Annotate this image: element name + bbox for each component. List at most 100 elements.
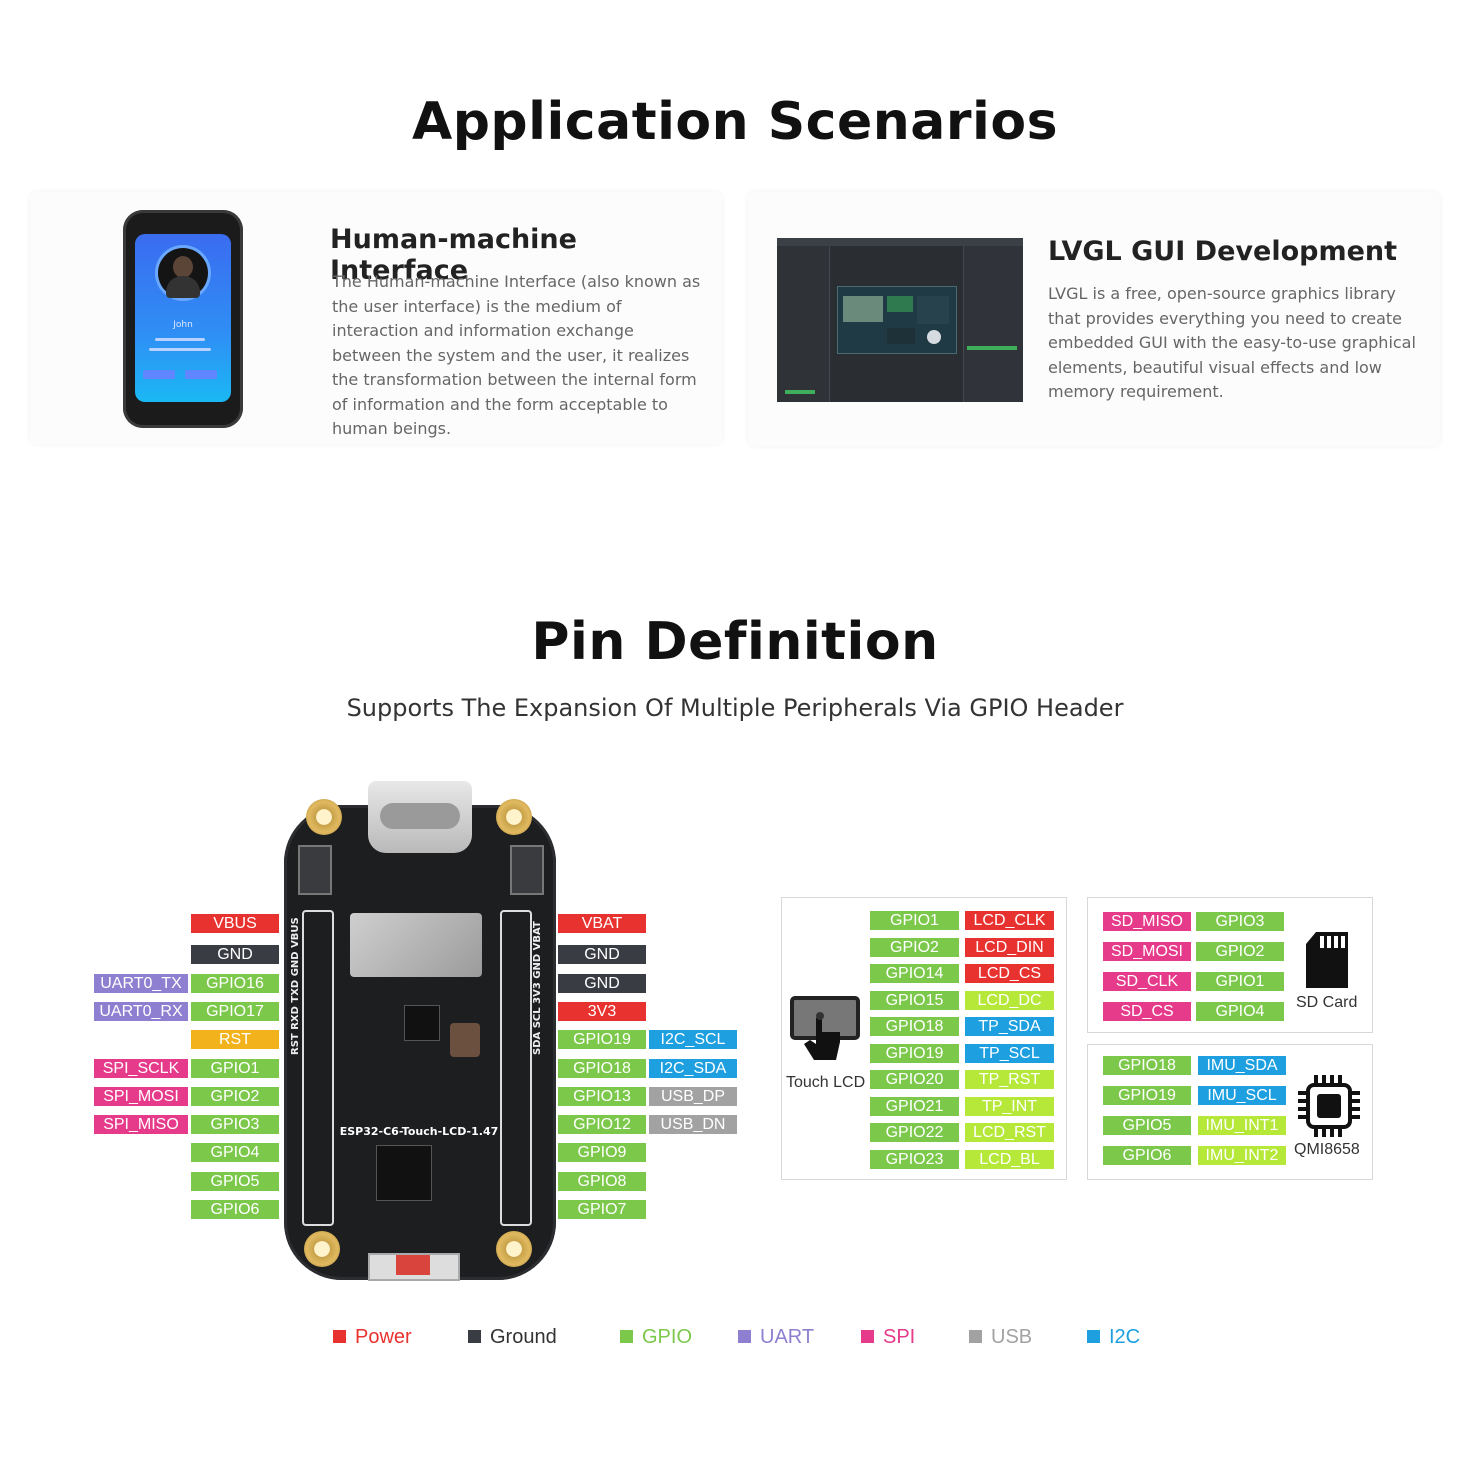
legend-label: I2C [1109,1326,1141,1348]
pin-label: GPIO1 [1196,972,1284,991]
pin-label: GND [558,945,646,964]
right-header [500,910,532,1226]
pin-label: IMU_INT2 [1198,1146,1286,1165]
pin-label: TP_INT [965,1096,1054,1116]
pin-label: GPIO19 [1103,1086,1191,1105]
pin-label: GPIO18 [1103,1056,1191,1075]
pins-title: Pin Definition [531,612,939,672]
hmi-device-image: John [123,210,243,428]
hmi-body: The Human-machine Interface (also known … [332,272,701,438]
pin-label: GPIO14 [870,964,959,983]
pin-label: GPIO1 [870,911,959,930]
pin-label: SPI_MOSI [94,1087,188,1106]
touch-lcd-caption: Touch LCD [786,1074,866,1091]
pin-label: UART0_TX [94,974,188,993]
pin-label: GPIO1 [191,1059,279,1078]
mount-hole [496,1231,532,1267]
pin-label: SPI_SCLK [94,1059,188,1078]
contact-name: John [173,320,193,330]
pin-label: I2C_SCL [649,1030,737,1049]
legend-item: UART [738,1326,814,1349]
legend-swatch [333,1330,346,1343]
pin-label: GND [558,974,646,993]
touch-hand-icon [790,996,860,1066]
imu-caption: QMI8658 [1294,1141,1360,1158]
pin-label: GPIO13 [558,1087,646,1106]
pin-label: GPIO2 [870,937,959,957]
legend-item: USB [969,1326,1032,1349]
lvgl-card: LVGL GUI Development LVGL is a free, ope… [748,192,1440,446]
legend-label: SPI [883,1326,916,1348]
pin-label: GPIO19 [870,1043,959,1063]
pin-label: SD_MISO [1103,912,1191,931]
pin-label: GPIO15 [870,990,959,1010]
pin-label: GPIO3 [1196,912,1284,931]
sd-slot [350,913,482,977]
legend-item: Ground [468,1326,557,1349]
pin-label: GPIO12 [558,1115,646,1134]
battery-connector [368,1253,460,1281]
lvgl-body: LVGL is a free, open-source graphics lib… [1048,284,1416,401]
pin-label: GPIO22 [870,1123,959,1142]
pin-label: GPIO2 [1196,942,1284,961]
pin-label: GPIO20 [870,1070,959,1089]
left-silk: RST RXD TXD GND VBUS [290,917,301,1055]
pin-label: RST [191,1030,279,1049]
pin-label: LCD_BL [965,1149,1054,1169]
pin-label: GPIO23 [870,1149,959,1169]
pin-label: LCD_DC [965,990,1054,1010]
pin-label: USB_DP [649,1087,737,1106]
legend-label: GPIO [642,1326,693,1348]
pin-label: GPIO4 [191,1143,279,1162]
legend-swatch [738,1330,751,1343]
legend-swatch [969,1330,982,1343]
pin-label: GPIO4 [1196,1002,1284,1021]
legend-swatch [620,1330,633,1343]
sd-card-caption: SD Card [1296,994,1358,1011]
avatar [158,248,208,298]
pin-label: GPIO9 [558,1143,646,1162]
hmi-title: Human-machine Interface [330,224,577,286]
pin-label: I2C_SDA [649,1059,737,1078]
pin-label: GPIO18 [558,1059,646,1078]
pin-label: IMU_SDA [1198,1056,1286,1075]
legend-label: Ground [490,1326,557,1348]
legend-label: Power [355,1326,412,1348]
usb-c-connector [368,781,472,853]
imu-chip [404,1005,440,1041]
board-label: ESP32-C6-Touch-LCD-1.47 [339,1125,499,1138]
pins-subtitle: Supports The Expansion Of Multiple Perip… [346,694,1124,722]
rst-button [510,845,544,895]
pin-label: TP_RST [965,1070,1054,1089]
pin-label: GND [191,945,279,964]
pin-label: LCD_CS [965,964,1054,983]
pin-label: LCD_RST [965,1123,1054,1142]
chip-icon [1296,1073,1362,1139]
pin-label: SD_CS [1103,1002,1191,1021]
pin-label: 3V3 [558,1002,646,1021]
pin-label: SD_CLK [1103,972,1191,991]
right-silk: SDA SCL 3V3 GND VBAT [532,921,543,1055]
pin-label: GPIO2 [191,1087,279,1106]
boot-button [298,845,332,895]
sd-card-icon [1304,930,1350,990]
pin-label: USB_DN [649,1115,737,1134]
mount-hole [496,799,532,835]
pin-label: GPIO3 [191,1115,279,1134]
legend-label: USB [991,1326,1033,1348]
legend-label: UART [760,1326,815,1348]
lvgl-editor-image [777,238,1023,402]
legend-item: SPI [861,1326,915,1349]
pin-label: TP_SCL [965,1043,1054,1063]
mount-hole [306,799,342,835]
legend-swatch [861,1330,874,1343]
pin-label: TP_SDA [965,1017,1054,1036]
legend-swatch [1087,1330,1100,1343]
pin-label: GPIO19 [558,1030,646,1049]
legend-item: I2C [1087,1326,1140,1349]
pin-label: GPIO18 [870,1017,959,1036]
pin-label: GPIO16 [191,974,279,993]
pin-label: VBAT [558,914,646,933]
legend-swatch [468,1330,481,1343]
pin-label: IMU_INT1 [1198,1116,1286,1135]
